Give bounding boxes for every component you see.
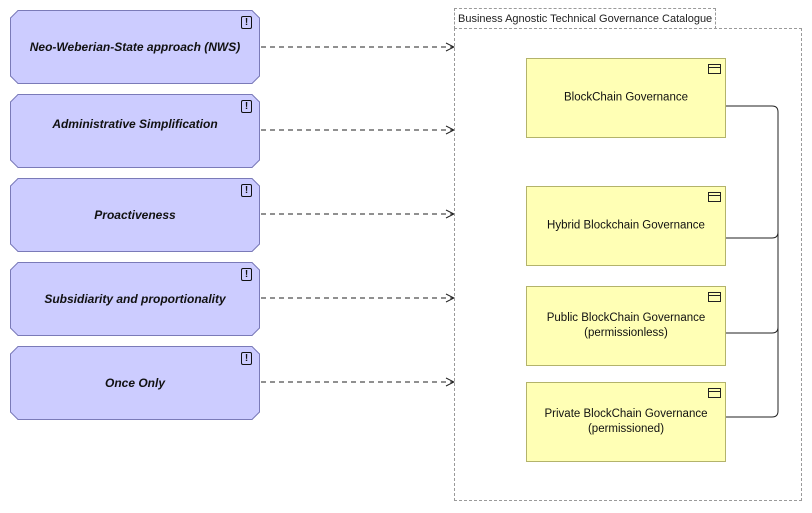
component-label: Hybrid Blockchain Governance xyxy=(531,219,721,234)
component-label-line: Hybrid Blockchain Governance xyxy=(547,219,705,232)
exclamation-icon: ! xyxy=(241,184,252,197)
component-hybrid-blockchain-governance[interactable]: Hybrid Blockchain Governance xyxy=(526,186,726,266)
component-label: BlockChain Governance xyxy=(531,91,721,106)
component-icon xyxy=(708,292,721,302)
exclamation-icon: ! xyxy=(241,16,252,29)
principle-subsidiarity[interactable]: ! Subsidiarity and proportionality xyxy=(10,262,260,336)
principle-label: Subsidiarity and proportionality xyxy=(44,292,226,306)
exclamation-icon: ! xyxy=(241,352,252,365)
component-private-blockchain-governance[interactable]: Private BlockChain Governance (permissio… xyxy=(526,382,726,462)
principle-proactiveness[interactable]: ! Proactiveness xyxy=(10,178,260,252)
principle-label: Once Only xyxy=(104,376,166,390)
catalogue-group[interactable] xyxy=(454,28,802,501)
principle-label: Proactiveness xyxy=(94,208,176,222)
principle-once-only[interactable]: ! Once Only xyxy=(10,346,260,420)
principle-label: Neo-Weberian-State approach (NWS) xyxy=(29,40,241,54)
component-label-line: (permissioned) xyxy=(587,423,665,435)
principle-administrative-simplification[interactable]: ! Administrative Simplification xyxy=(10,94,260,168)
principle-nws[interactable]: ! Neo-Weberian-State approach (NWS) xyxy=(10,10,260,84)
component-blockchain-governance[interactable]: BlockChain Governance xyxy=(526,58,726,138)
component-label-line: (permissionless) xyxy=(584,327,668,339)
component-icon xyxy=(708,192,721,202)
exclamation-icon: ! xyxy=(241,268,252,281)
principle-label: Administrative Simplification xyxy=(52,116,218,131)
component-label-line: Public BlockChain Governance xyxy=(546,312,706,324)
component-label-line: BlockChain Governance xyxy=(563,91,688,104)
component-label-line: Private BlockChain Governance xyxy=(544,408,708,420)
component-icon xyxy=(708,64,721,74)
group-title: Business Agnostic Technical Governance C… xyxy=(454,8,717,29)
component-icon xyxy=(708,388,721,398)
component-public-blockchain-governance[interactable]: Public BlockChain Governance (permission… xyxy=(526,286,726,366)
component-label: Private BlockChain Governance (permissio… xyxy=(531,407,721,437)
exclamation-icon: ! xyxy=(241,100,252,113)
component-label: Public BlockChain Governance (permission… xyxy=(531,311,721,341)
